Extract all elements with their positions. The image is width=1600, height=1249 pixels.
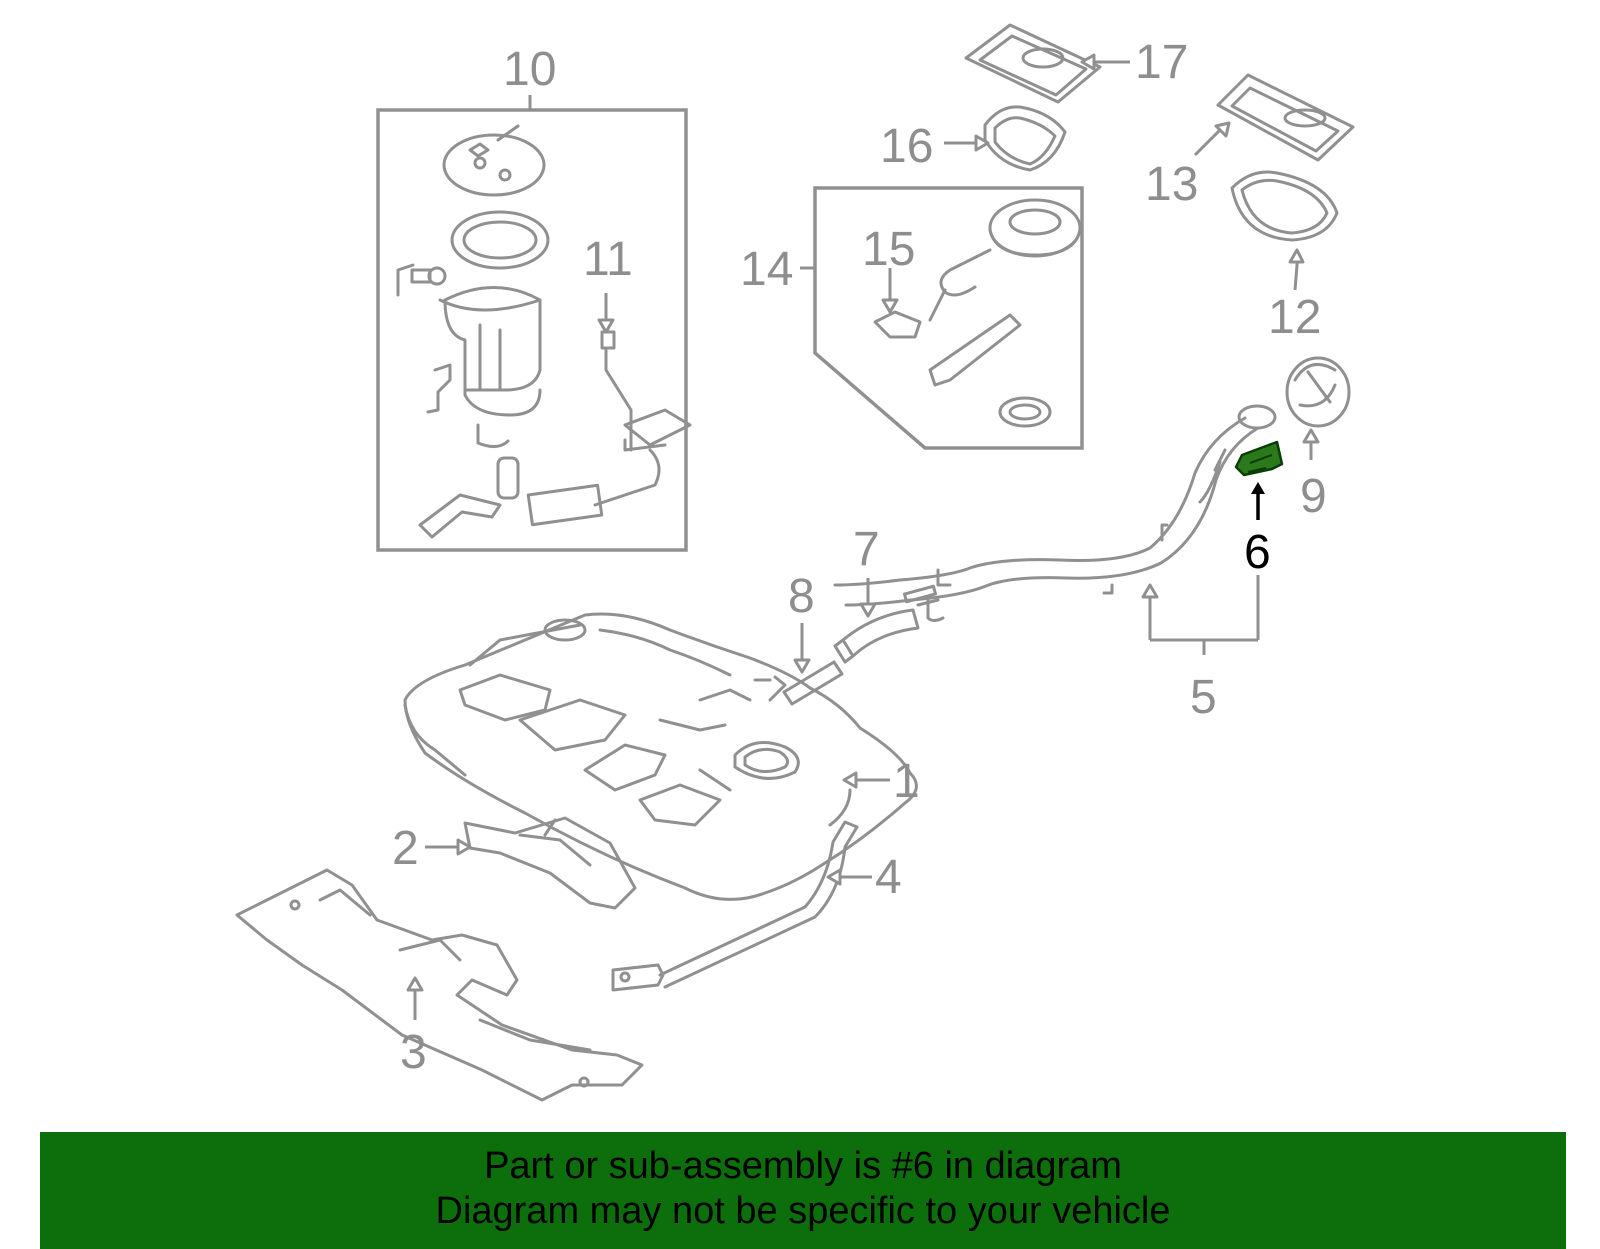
part-7-hose: [833, 578, 920, 664]
callout-6: 6: [1244, 526, 1271, 579]
callout-4: 4: [875, 851, 902, 904]
callout-10: 10: [503, 43, 556, 96]
part-2-heat-shield: [425, 816, 637, 910]
callout-1: 1: [893, 755, 920, 808]
callout-9: 9: [1300, 470, 1327, 523]
callout-5: 5: [1190, 671, 1217, 724]
callout-17: 17: [1135, 36, 1188, 89]
callout-14: 14: [740, 243, 793, 296]
callout-15: 15: [862, 223, 915, 276]
part-3-undercover: [235, 868, 644, 1102]
part-8-hose: [782, 623, 844, 706]
part-5-filler-neck: [833, 404, 1277, 655]
part-17-filler-door: [964, 23, 1130, 104]
callout-13: 13: [1145, 158, 1198, 211]
callout-11: 11: [583, 233, 633, 286]
callout-3: 3: [400, 1026, 427, 1079]
callout-2: 2: [392, 822, 419, 875]
callout-8: 8: [788, 570, 815, 623]
banner-line-disclaimer: Diagram may not be specific to your vehi…: [435, 1190, 1171, 1232]
callout-12: 12: [1268, 291, 1321, 344]
part-14-filler-door-assembly: [800, 186, 1084, 450]
part-9-fuel-cap: [1285, 356, 1351, 460]
part-13-housing-cover: [1193, 73, 1355, 162]
part-10-fuel-pump-module: [376, 95, 692, 552]
part-1-leader: [842, 771, 890, 789]
part-1-fuel-tank: [403, 612, 918, 901]
part-12-housing-seal: [1230, 170, 1339, 291]
banner-line-part-number: Part or sub-assembly is #6 in diagram: [484, 1145, 1122, 1187]
callout-7: 7: [853, 523, 880, 576]
part-6-highlighted-component: [1234, 440, 1284, 520]
info-banner: Part or sub-assembly is #6 in diagram Di…: [40, 1132, 1566, 1249]
part-16-filler-door-seal: [944, 105, 1067, 172]
callout-16: 16: [880, 120, 933, 173]
part-4-tank-strap: [611, 820, 872, 992]
